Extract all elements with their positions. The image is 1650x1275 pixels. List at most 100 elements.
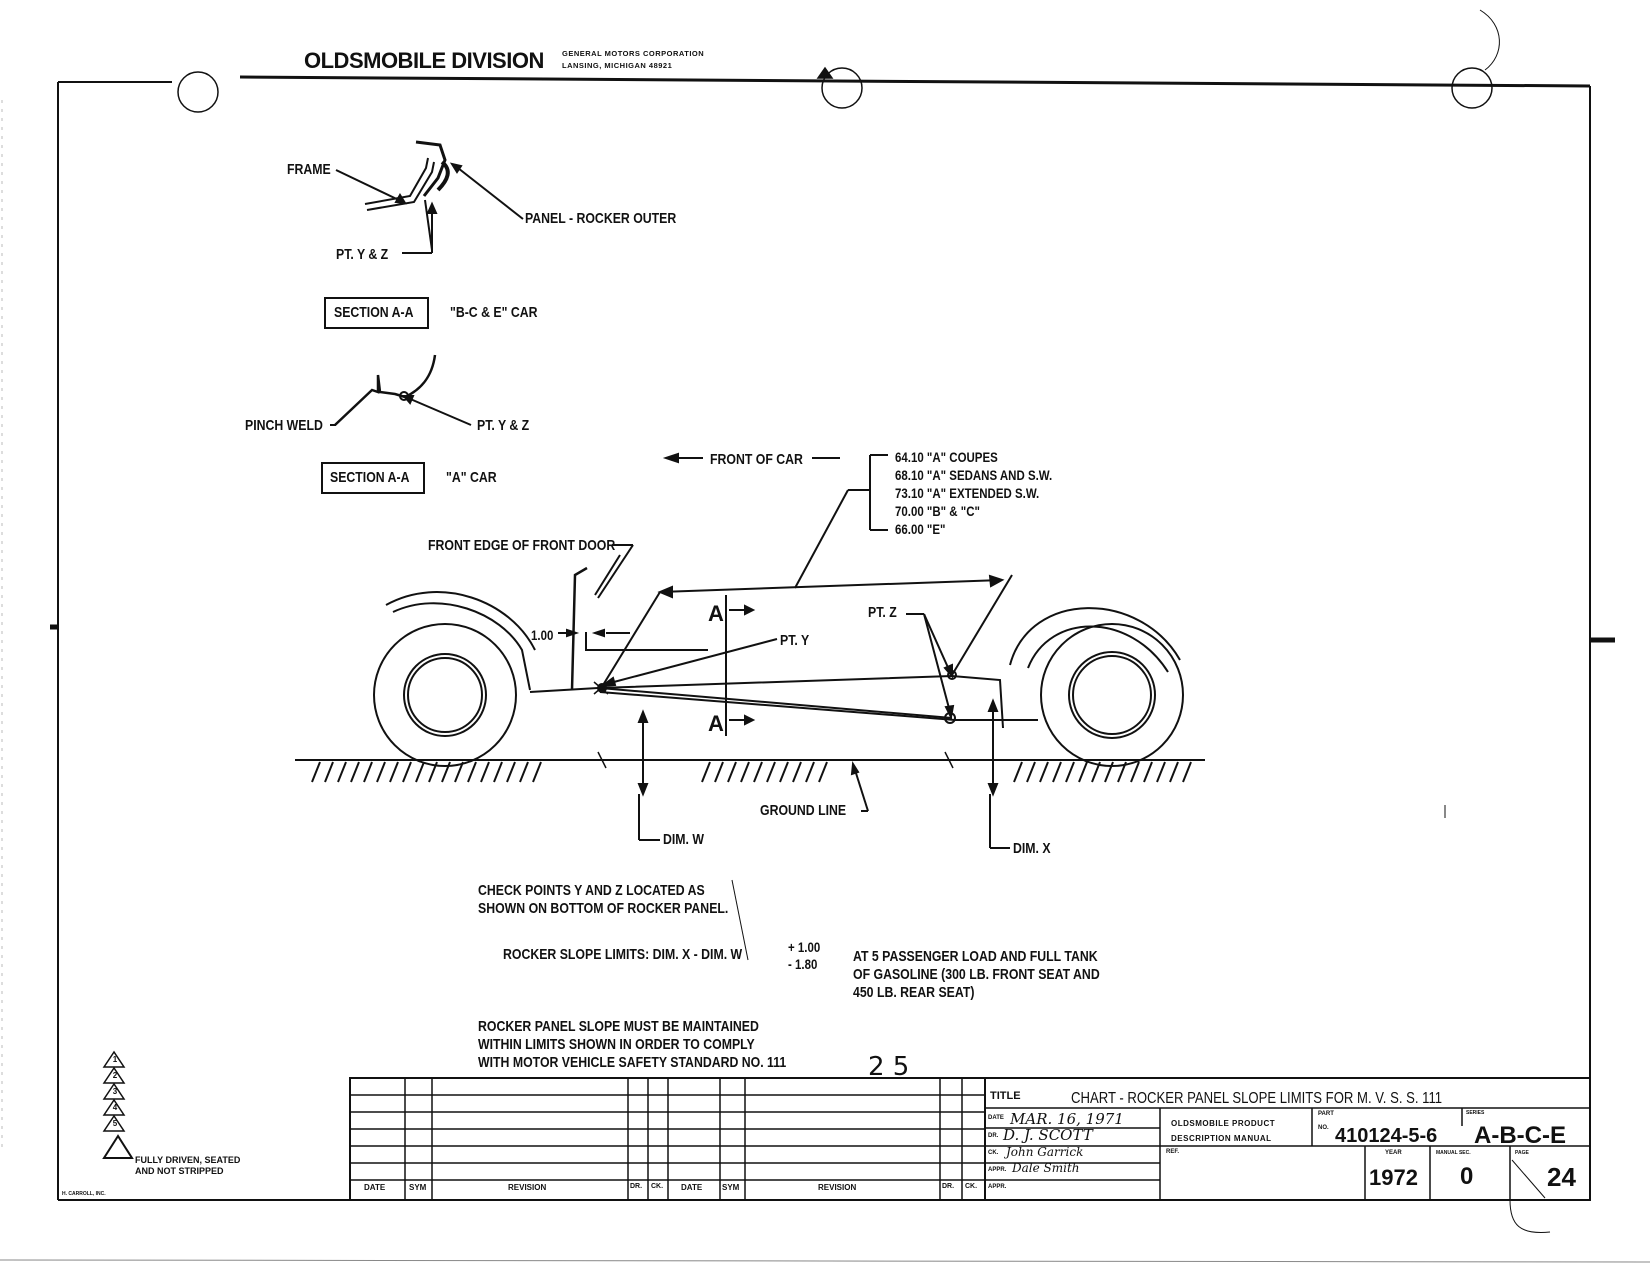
triangle-number: 2 [112, 1071, 118, 1080]
dimension-item: 64.10 "A" COUPES [895, 449, 998, 465]
note-line: ROCKER PANEL SLOPE MUST BE MAINTAINED [478, 1018, 759, 1035]
ck-signature: John Garrick [1006, 1145, 1084, 1159]
product-line-1: OLDSMOBILE PRODUCT [1171, 1119, 1276, 1128]
section-a-box [321, 462, 425, 494]
note-line: AT 5 PASSENGER LOAD AND FULL TANK [853, 948, 1098, 965]
check-points-note: CHECK POINTS Y AND Z LOCATED AS SHOWN ON… [478, 882, 728, 918]
tolerance-plus: + 1.00 [788, 939, 821, 955]
triangle-number: 5 [112, 1119, 118, 1128]
rev-header-date: DATE [364, 1183, 386, 1192]
manual-sec-label: MANUAL SEC. [1436, 1150, 1471, 1156]
maintain-note: ROCKER PANEL SLOPE MUST BE MAINTAINED WI… [478, 1018, 786, 1072]
drawing-title: CHART - ROCKER PANEL SLOPE LIMITS FOR M.… [1071, 1090, 1443, 1107]
fully-driven-note: FULLY DRIVEN, SEATED AND NOT STRIPPED [135, 1155, 240, 1177]
note-line: WITHIN LIMITS SHOWN IN ORDER TO COMPLY [478, 1036, 755, 1053]
dimension-item: 68.10 "A" SEDANS AND S.W. [895, 467, 1053, 483]
ground-hatching [311, 761, 1192, 783]
dimension-item: 73.10 "A" EXTENDED S.W. [895, 485, 1040, 501]
page-number: 24 [1547, 1162, 1576, 1192]
manual-sec-value: 0 [1460, 1163, 1474, 1190]
appr2-label: APPR. [988, 1184, 1007, 1190]
pinch-weld-label: PINCH WELD [245, 417, 323, 434]
rev-header-sym-2: SYM [722, 1183, 740, 1192]
pt-yz-a-label: PT. Y & Z [477, 417, 530, 434]
section-a-label: SECTION A-A [330, 469, 410, 486]
pt-y-label: PT. Y [780, 632, 810, 649]
printer-mark: H. CARROLL, INC. [62, 1191, 106, 1197]
corp-name: GENERAL MOTORS CORPORATION [562, 49, 705, 58]
load-note: AT 5 PASSENGER LOAD AND FULL TANK OF GAS… [853, 948, 1100, 1002]
a-car-label: "A" CAR [446, 469, 497, 486]
note-line: WITH MOTOR VEHICLE SAFETY STANDARD NO. 1… [478, 1054, 787, 1071]
note-line: 450 LB. REAR SEAT) [853, 984, 975, 1001]
pt-z-label: PT. Z [868, 604, 897, 621]
series-label: SERIES [1466, 1110, 1485, 1116]
product-line-2: DESCRIPTION MANUAL [1171, 1134, 1272, 1143]
rev-header-dr-2: DR. [942, 1183, 955, 1190]
date-value: MAR. 16, 1971 [1010, 1110, 1124, 1128]
no-label: NO. [1318, 1125, 1329, 1131]
dimension-item: 70.00 "B" & "C" [895, 503, 980, 519]
rev-header-sym: SYM [409, 1183, 427, 1192]
dr-label: DR. [988, 1133, 999, 1139]
revision-triangles [102, 1050, 134, 1159]
part-label: PART [1318, 1111, 1334, 1117]
rev-header-ck: CK. [651, 1183, 664, 1190]
rev-header-dr: DR. [630, 1183, 643, 1190]
title-block-grid [349, 1077, 1591, 1201]
date-label: DATE [988, 1115, 1004, 1121]
vehicle-side-view [295, 452, 1205, 849]
note-line: SHOWN ON BOTTOM OF ROCKER PANEL. [478, 900, 729, 917]
panel-rocker-label: PANEL - ROCKER OUTER [525, 210, 677, 227]
note-line: CHECK POINTS Y AND Z LOCATED AS [478, 882, 705, 899]
section-a-top-mark: A [708, 601, 724, 626]
page-label: PAGE [1515, 1150, 1529, 1156]
one-inch-label: 1.00 [531, 627, 554, 643]
front-of-car-label: FRONT OF CAR [710, 451, 803, 468]
bce-car-label: "B-C & E" CAR [450, 304, 538, 321]
triangle-number: 4 [112, 1103, 118, 1112]
section-bce-label: SECTION A-A [334, 304, 414, 321]
scan-marks [0, 9, 1650, 1263]
ck-label: CK. [988, 1150, 999, 1156]
appr-label: APPR. [988, 1167, 1007, 1173]
frame-label: FRAME [287, 161, 331, 178]
ground-line-label: GROUND LINE [760, 802, 847, 819]
rev-header-revision: REVISION [508, 1183, 547, 1192]
rev-header-ck-2: CK. [965, 1183, 978, 1190]
year-value: 1972 [1369, 1165, 1418, 1190]
section-bce-box [324, 297, 429, 329]
front-edge-label: FRONT EDGE OF FRONT DOOR [428, 537, 616, 554]
section-a-bottom-mark: A [708, 711, 724, 736]
triangle-number: 1 [112, 1055, 118, 1064]
sheet-border [50, 75, 1615, 1201]
year-label: YEAR [1385, 1150, 1402, 1156]
division-title: OLDSMOBILE DIVISION [304, 48, 544, 73]
pt-yz-label: PT. Y & Z [336, 246, 389, 263]
title-label: TITLE [990, 1090, 1021, 1102]
series-value: A-B-C-E [1474, 1122, 1566, 1149]
dim-x-label: DIM. X [1013, 840, 1051, 857]
section-a-drawing [334, 354, 472, 426]
rev-header-date-2: DATE [681, 1183, 703, 1192]
ref-label: REF. [1166, 1149, 1180, 1155]
dr-value: D. J. SCOTT [1003, 1126, 1093, 1144]
appr-signature: Dale Smith [1012, 1161, 1080, 1175]
corp-address: LANSING, MICHIGAN 48921 [562, 61, 673, 70]
note-line: OF GASOLINE (300 LB. FRONT SEAT AND [853, 966, 1100, 983]
section-bce-drawing [335, 140, 524, 254]
note-line: FULLY DRIVEN, SEATED [135, 1155, 241, 1165]
triangle-numbers: 1 2 3 4 5 [110, 1052, 120, 1132]
rev-header-revision-2: REVISION [818, 1183, 857, 1192]
punch-holes [177, 66, 1493, 113]
dimension-item: 66.00 "E" [895, 521, 946, 537]
slope-limits-label: ROCKER SLOPE LIMITS: DIM. X - DIM. W [503, 946, 743, 963]
dimension-list: 64.10 "A" COUPES 68.10 "A" SEDANS AND S.… [895, 448, 1052, 538]
part-number: 410124-5-6 [1335, 1125, 1438, 1147]
handwritten-page-number: 2 5 [868, 1052, 910, 1082]
triangle-number: 3 [112, 1087, 118, 1096]
note-line: AND NOT STRIPPED [135, 1166, 224, 1176]
dim-w-label: DIM. W [663, 831, 704, 848]
tolerance-minus: - 1.80 [788, 956, 818, 972]
